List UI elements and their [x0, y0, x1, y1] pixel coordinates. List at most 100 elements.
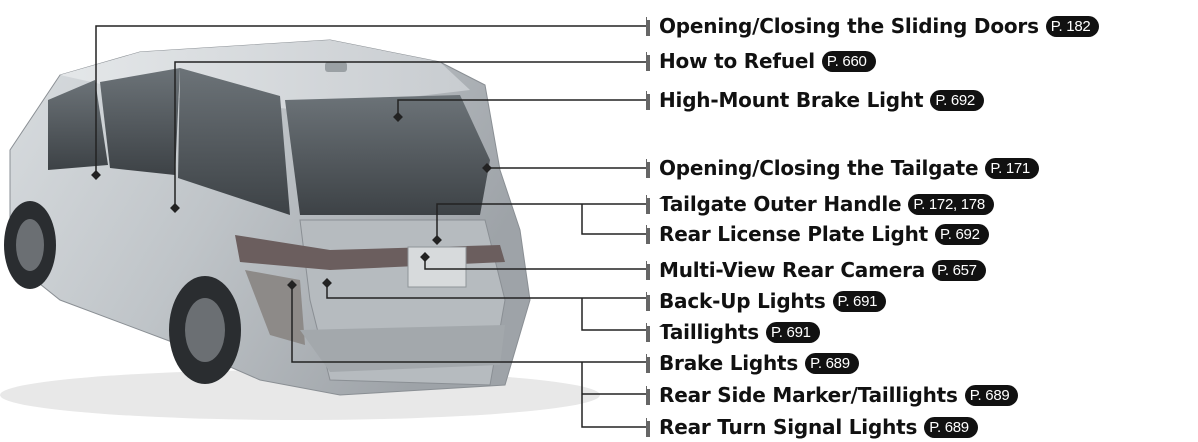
callout-brake-lights[interactable]: Brake Lights P. 689 — [646, 349, 859, 377]
page-reference-arrow-icon — [647, 382, 663, 392]
callout-marker — [646, 16, 650, 36]
page-reference-arrow-icon — [647, 155, 663, 165]
leader-high-mount-brake — [397, 99, 646, 117]
page-ref-number: P. 660 — [826, 52, 867, 70]
callout-marker — [646, 194, 650, 214]
leader-taillights — [581, 298, 646, 331]
page-reference-arrow-icon — [647, 288, 663, 298]
callout-rear-turn-signal-lights[interactable]: Rear Turn Signal Lights P. 689 — [646, 413, 978, 441]
callout-marker — [646, 90, 650, 110]
page-ref-number: P. 172, 178 — [913, 195, 985, 213]
callout-rear-side-marker-taillights[interactable]: Rear Side Marker/Taillights P. 689 — [646, 381, 1019, 409]
page-ref-number: P. 182 — [1050, 17, 1091, 35]
callout-how-to-refuel[interactable]: How to Refuel P. 660 — [646, 47, 876, 75]
page-reference-arrow-icon — [647, 350, 663, 360]
page-ref-number: P. 691 — [837, 292, 878, 310]
leader-endpoint-marker — [322, 278, 332, 288]
leader-endpoint-marker — [432, 235, 442, 245]
callout-label: Brake Lights — [659, 351, 799, 375]
page-ref-number: P. 171 — [990, 159, 1030, 177]
callout-label: Opening/Closing the Sliding Doors — [659, 14, 1039, 38]
leader-refuel — [174, 61, 646, 208]
leader-endpoint-marker — [287, 280, 297, 290]
page-reference-arrow-icon — [647, 319, 663, 329]
page-reference-arrow-icon — [647, 414, 663, 424]
side-taillight — [245, 270, 305, 345]
page-reference-arrow-icon — [647, 13, 663, 23]
callout-rear-license-plate-light[interactable]: Rear License Plate Light P. 692 — [646, 220, 989, 248]
callout-marker — [646, 417, 650, 437]
callout-leader-lines — [91, 25, 646, 428]
rear-wheel-rim — [185, 298, 225, 362]
page-ref-number: P. 691 — [771, 323, 811, 341]
page-ref-badge[interactable]: P. 689 — [647, 382, 1019, 406]
page-ref-badge[interactable]: P. 692 — [647, 221, 989, 245]
callout-multi-view-rear-camera[interactable]: Multi-View Rear Camera P. 657 — [646, 256, 986, 284]
callout-label: Rear Side Marker/Taillights — [659, 383, 958, 407]
callout-marker — [646, 385, 650, 405]
callout-label: Rear License Plate Light — [659, 222, 928, 246]
roof-antenna — [325, 62, 347, 72]
page-ref-badge[interactable]: P. 689 — [647, 350, 859, 374]
callout-marker — [646, 51, 650, 71]
page-ref-badge[interactable]: P. 171 — [647, 155, 1039, 179]
leader-endpoint-marker — [170, 203, 180, 213]
leader-license-plate-light — [581, 204, 646, 235]
page-ref-number: P. 689 — [810, 354, 850, 372]
page-ref-badge[interactable]: P. 657 — [647, 257, 986, 281]
leader-endpoint-marker — [420, 252, 430, 262]
callout-label: Opening/Closing the Tailgate — [659, 156, 979, 180]
page-ref-badge[interactable]: P. 689 — [647, 414, 978, 438]
page-ref-number: P. 689 — [929, 418, 969, 436]
page-reference-arrow-icon — [647, 87, 663, 97]
callout-tailgate-outer-handle[interactable]: Tailgate Outer Handle P. 172, 178 — [646, 190, 994, 218]
leader-back-up-lights — [326, 283, 646, 299]
rear-bumper — [300, 325, 505, 372]
leader-tailgate-handle — [436, 203, 646, 240]
callout-marker — [646, 260, 650, 280]
callout-marker — [646, 353, 650, 373]
leader-brake-lights — [291, 285, 646, 363]
callout-back-up-lights[interactable]: Back-Up Lights P. 691 — [646, 287, 887, 315]
page-ref-badge[interactable]: P. 660 — [647, 48, 876, 72]
callout-taillights[interactable]: Taillights P. 691 — [646, 318, 820, 346]
callout-label: Back-Up Lights — [659, 289, 826, 313]
page-ref-badge[interactable]: P. 172, 178 — [647, 191, 994, 215]
page-reference-arrow-icon — [647, 48, 663, 58]
callout-label: Multi-View Rear Camera — [659, 258, 926, 282]
callout-sliding-doors[interactable]: Opening/Closing the Sliding Doors P. 182 — [646, 12, 1100, 40]
page-ref-badge[interactable]: P. 691 — [647, 319, 820, 343]
page-ref-number: P. 657 — [937, 261, 977, 279]
rear-side-window — [178, 68, 290, 215]
callout-label: High-Mount Brake Light — [659, 88, 924, 112]
callout-marker — [646, 224, 650, 244]
license-plate — [407, 246, 467, 288]
middle-side-window — [100, 68, 180, 175]
callout-marker — [646, 322, 650, 342]
callout-marker — [646, 291, 650, 311]
page-ref-number: P. 692 — [940, 225, 980, 243]
page-reference-arrow-icon — [647, 191, 663, 201]
callout-high-mount-brake-light[interactable]: High-Mount Brake Light P. 692 — [646, 86, 984, 114]
leader-endpoint-marker — [91, 170, 101, 180]
callout-tailgate[interactable]: Opening/Closing the Tailgate P. 171 — [646, 154, 1039, 182]
page-reference-arrow-icon — [647, 221, 663, 231]
page-ref-badge[interactable]: P. 691 — [647, 288, 887, 312]
page-ref-badge[interactable]: P. 182 — [647, 13, 1100, 37]
page-ref-number: P. 689 — [969, 386, 1010, 404]
leader-sliding-doors — [95, 25, 646, 175]
page-ref-badge[interactable]: P. 692 — [647, 87, 984, 111]
callout-label: How to Refuel — [659, 49, 815, 73]
leader-endpoint-marker — [482, 163, 492, 173]
front-side-window — [48, 80, 108, 170]
front-wheel-rim — [16, 219, 44, 271]
leader-turn-signal — [581, 362, 646, 428]
callout-label: Rear Turn Signal Lights — [659, 415, 918, 439]
page-ref-number: P. 692 — [935, 91, 975, 109]
page-reference-arrow-icon — [647, 257, 663, 267]
callout-label: Taillights — [659, 320, 760, 344]
tailgate-window — [285, 95, 490, 215]
callout-marker — [646, 158, 650, 178]
